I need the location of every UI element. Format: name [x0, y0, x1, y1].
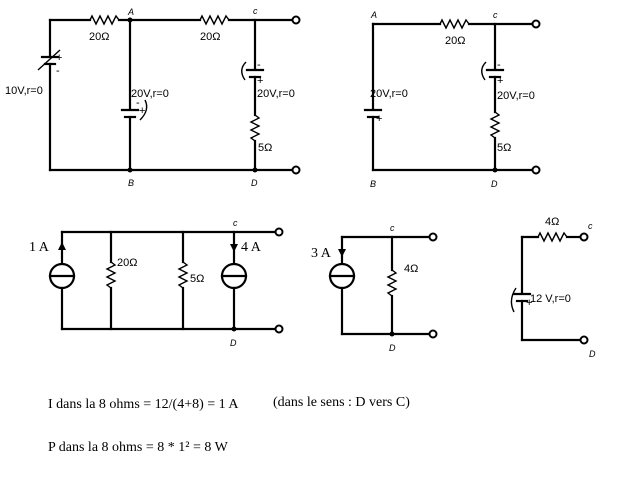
node-c: c — [390, 223, 395, 233]
equations: I dans la 8 ohms = 12/(4+8) = 1 A (dans … — [48, 395, 410, 455]
label-i-left: 1 A — [29, 240, 50, 255]
resistor-20-ohm — [439, 18, 470, 30]
label-r: 4Ω — [545, 216, 559, 228]
equation-power: P dans la 8 ohms = 8 * 1² = 8 W — [48, 440, 229, 455]
node-b: B — [370, 179, 376, 189]
label-src: 12 V,r=0 — [530, 293, 571, 305]
label-src-right: 20V,r=0 — [497, 90, 535, 102]
svg-text:+: + — [139, 105, 145, 117]
label-r-right: 5Ω — [258, 142, 272, 154]
svg-text:-: - — [257, 59, 261, 71]
label-r-top: 20Ω — [445, 35, 465, 47]
node-b: B — [128, 178, 134, 188]
svg-text:+: + — [56, 52, 62, 64]
node-d: D — [389, 343, 396, 353]
svg-text:+: + — [497, 75, 503, 87]
label-r1: 20Ω — [89, 31, 109, 43]
node-d: D — [589, 349, 596, 359]
label-src-left: 10V,r=0 — [5, 85, 43, 97]
node-c: c — [233, 218, 238, 228]
label-r2: 5Ω — [190, 273, 204, 285]
label-r1: 20Ω — [117, 257, 137, 269]
node-c: c — [493, 10, 498, 20]
circuit-3: 1 A 4 A 20Ω 5Ω c D — [29, 218, 284, 348]
node-d: D — [230, 338, 237, 348]
resistor-20-ohm-2 — [199, 14, 230, 26]
terminal-d — [291, 165, 301, 175]
svg-text:+: + — [376, 113, 382, 125]
circuit-1: + - + - - + 20Ω 20Ω 10V,r=0 20V,r=0 20V,… — [5, 6, 301, 188]
label-r2: 20Ω — [200, 31, 220, 43]
node-c: c — [588, 221, 593, 231]
label-src-right: 20V,r=0 — [257, 88, 295, 100]
node-a: A — [127, 7, 134, 17]
label-i-src: 3 A — [311, 246, 332, 261]
label-src-mid: 20V,r=0 — [131, 88, 169, 100]
node-c: c — [253, 6, 258, 16]
battery-arrow — [37, 49, 61, 71]
svg-text:-: - — [56, 65, 60, 77]
label-src-left: 20V,r=0 — [370, 88, 408, 100]
circuit-5: + 4Ω 12 V,r=0 c D — [510, 216, 596, 359]
node-d: D — [251, 178, 258, 188]
circuit-2: + - + 20Ω 20V,r=0 20V,r=0 5Ω A B c D — [363, 10, 541, 189]
equation-current: I dans la 8 ohms = 12/(4+8) = 1 A — [48, 397, 239, 412]
label-i-right: 4 A — [241, 240, 262, 255]
resistor-20-ohm-1 — [89, 14, 120, 26]
svg-text:-: - — [497, 59, 501, 71]
svg-text:+: + — [257, 75, 263, 87]
label-r: 4Ω — [404, 263, 418, 275]
label-r-right: 5Ω — [497, 142, 511, 154]
node-a: A — [370, 10, 377, 20]
svg-text:-: - — [136, 97, 140, 109]
svg-text:+: + — [526, 297, 532, 309]
equation-direction: (dans le sens : D vers C) — [273, 395, 410, 410]
terminal-c — [291, 15, 301, 25]
resistor-5-ohm — [249, 114, 261, 142]
node-d: D — [491, 179, 498, 189]
circuit-4: 3 A 4Ω c D — [311, 223, 438, 353]
